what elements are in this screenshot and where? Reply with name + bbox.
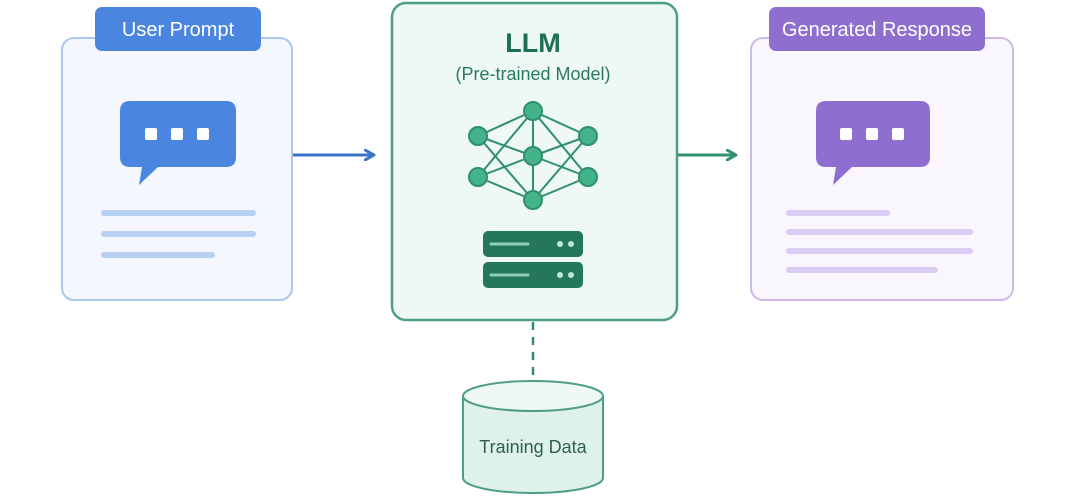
text-lines-icon [101, 210, 256, 258]
chat-bubble-icon [816, 101, 930, 185]
generated-response-tag-label: Generated Response [782, 19, 972, 41]
training-data-label: Training Data [479, 437, 587, 457]
user-prompt-tag [95, 7, 261, 51]
generated-response-node: Generated Response [750, 7, 1014, 301]
llm-subtitle: (Pre-trained Model) [455, 64, 610, 84]
server-stack-icon [483, 231, 583, 288]
text-lines-icon [786, 210, 973, 273]
neural-network-icon [468, 101, 598, 210]
user-prompt-tag-label: User Prompt [122, 19, 235, 41]
training-data-node: Training Data [462, 380, 604, 494]
generated-response-tag [769, 7, 985, 51]
user-prompt-card [61, 37, 293, 301]
llm-title: LLM [505, 28, 560, 58]
generated-response-card [750, 37, 1014, 301]
chat-bubble-icon [120, 101, 236, 185]
database-cylinder-icon [462, 380, 604, 494]
user-prompt-node: User Prompt [61, 7, 293, 301]
llm-node: LLM (Pre-trained Model) [390, 1, 679, 322]
